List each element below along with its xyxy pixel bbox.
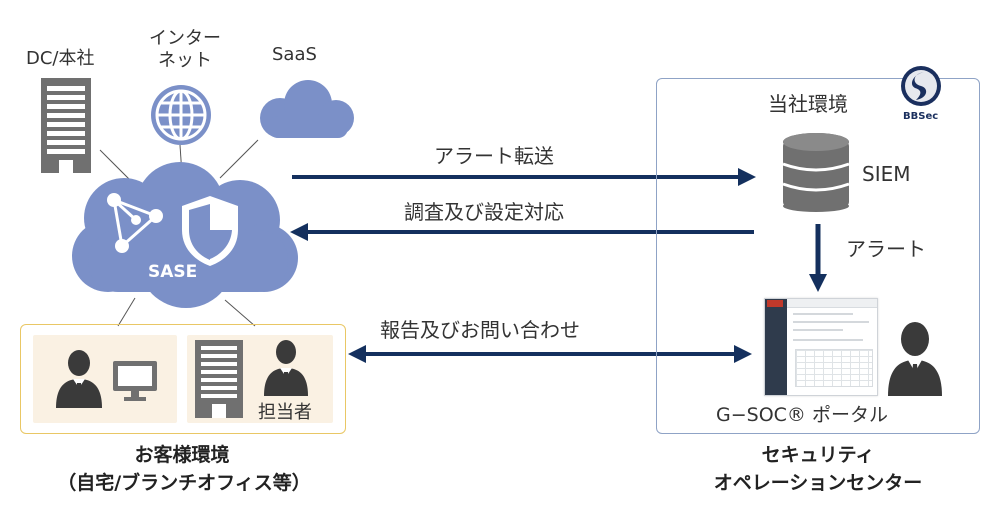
building-icon [41,78,91,173]
bbsec-logo-icon [901,66,941,106]
alert-forward-label: アラート転送 [434,144,554,168]
portal-line [793,313,853,315]
line-sase-customer-left [117,297,136,327]
internet-label-line2: ネット [158,50,212,71]
customer-title-line2: （自宅/ブランチオフィス等） [57,472,311,494]
operator-person-icon [888,322,942,396]
soc-title-line1: セキュリティ [761,444,875,466]
arrow-report [348,345,752,363]
gsoc-portal-label: G−SOC® ポータル [716,404,888,426]
portal-line [793,321,869,323]
monitor-icon [113,361,157,401]
staff-person-icon [264,340,308,396]
saas-cloud-icon [260,80,354,138]
customer-environment-box [20,324,346,434]
siem-label: SIEM [862,162,911,186]
arrow-alert-forward [292,168,756,186]
portal-line [793,339,863,341]
customer-title-line1: お客様環境 [134,444,230,466]
portal-line [793,329,843,331]
home-user-icon [56,350,102,408]
sase-label: SASE [148,262,198,282]
gsoc-portal-screenshot [764,298,878,396]
arrow-alert-down [809,224,827,292]
portal-table [795,349,873,387]
sase-cloud-icon [72,162,298,308]
staff-label: 担当者 [258,402,312,423]
database-icon [782,133,850,212]
soc-title-line2: オペレーションセンター [713,472,923,494]
investigate-label: 調査及び設定対応 [404,200,564,224]
internet-label-line1: インター [149,28,221,49]
saas-label: SaaS [272,44,317,65]
shield-icon [182,196,238,266]
bbsec-logo-text: BBSec [903,111,939,122]
arrow-investigate [290,223,754,241]
globe-icon [151,85,211,145]
internet-label: インター ネット [140,28,230,72]
line-sase-customer-right [224,299,256,327]
soc-env-label: 当社環境 [768,92,848,116]
soc-environment-box [656,78,980,434]
gsoc-mini-logo-icon [767,300,783,307]
portal-topbar [787,299,877,308]
dc-label: DC/本社 [26,48,95,69]
alert-label: アラート [846,237,926,261]
report-label: 報告及びお問い合わせ [380,318,580,342]
branch-building-icon [195,340,243,418]
portal-sidebar [765,299,787,395]
line-saas-sase [219,139,259,179]
